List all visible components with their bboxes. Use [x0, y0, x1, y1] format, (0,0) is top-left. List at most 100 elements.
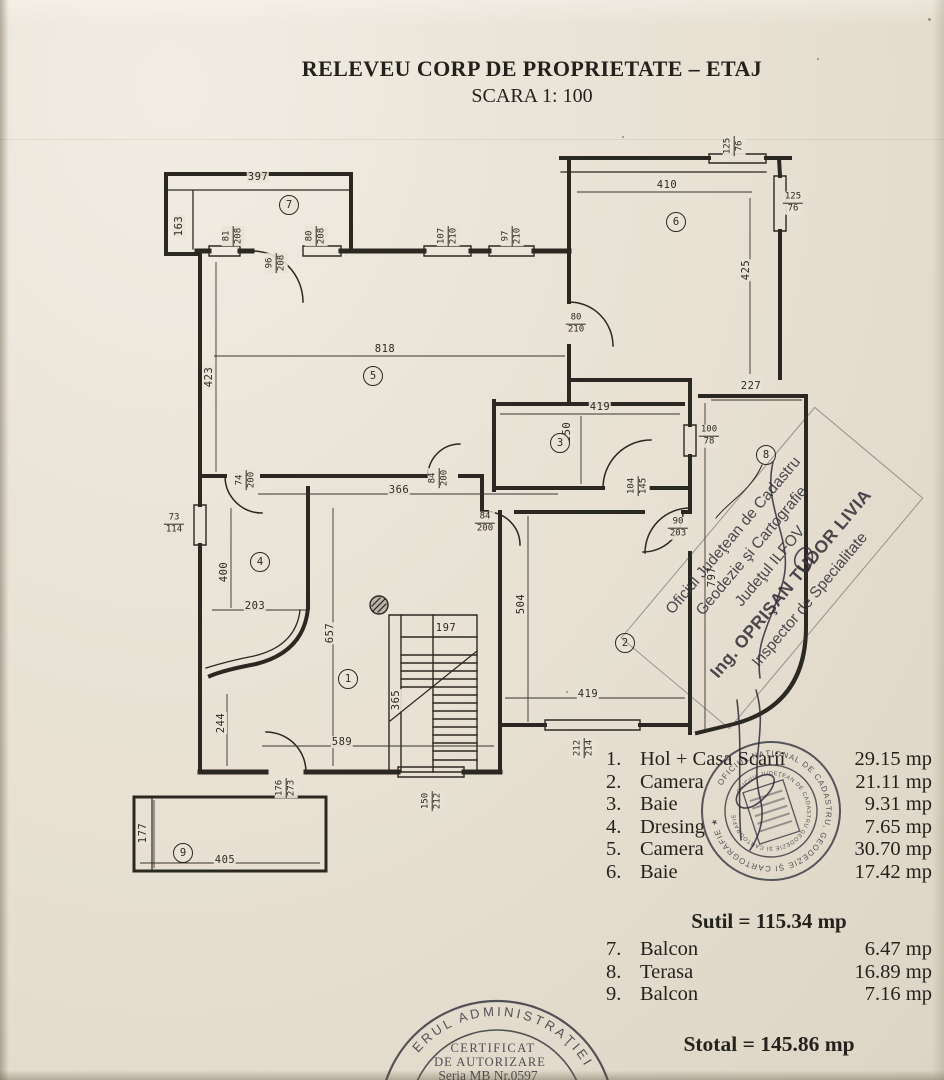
dimension-label: 397	[246, 171, 270, 183]
legend-room-area: 6.47 mp	[864, 938, 932, 960]
legend-row: 5. Camera 30.70 mp	[606, 838, 932, 861]
stamp-office-line: Oficiul Judeţean de Cadastru	[662, 453, 805, 618]
stamp-inspector-title: Inspector de Specialitate	[748, 529, 871, 671]
legend-row-number: 9.	[606, 983, 622, 1005]
room-number-4: 4	[250, 552, 270, 572]
legend-row-number: 7.	[606, 938, 622, 960]
legend-row-number: 2.	[606, 770, 622, 793]
dimension-label: 250	[561, 420, 573, 444]
legend-room-area: 9.31 mp	[864, 793, 932, 815]
room-number-2: 2	[615, 633, 635, 653]
dimension-label: 423	[203, 365, 215, 389]
certificate-arc-text: ERUL ADMINISTRAŢIEI	[409, 1004, 593, 1070]
legend-room-name: Balcon	[640, 938, 699, 960]
dimension-label: 405	[213, 854, 237, 866]
certificate-line3: Seria MB Nr.0597	[438, 1068, 538, 1080]
dimension-label: 425	[740, 258, 752, 282]
paper-crease	[0, 139, 944, 140]
dimension-label: 797	[706, 565, 718, 589]
legend-room-name: Dresing	[640, 815, 705, 838]
dimension-label: 244	[215, 711, 227, 735]
drawing-title: RELEVEU CORP DE PROPRIETATE – ETAJ	[301, 56, 763, 81]
legend-room-area: 21.11 mp	[855, 770, 932, 793]
dimension-label: 410	[655, 179, 679, 191]
legend-subtotal: Sutil = 115.34 mp	[691, 909, 847, 933]
certificate-line2: DE AUTORIZARE	[434, 1055, 546, 1069]
stamp-office-line: Geodezie şi Cartografie	[692, 483, 811, 619]
dimension-label: 400	[218, 560, 230, 584]
legend-room-area: 16.89 mp	[854, 960, 932, 983]
inspector-stamp: Oficiul Judeţean de Cadastru Geodezie şi…	[620, 406, 924, 730]
dimension-label: 657	[324, 621, 336, 645]
title-block: RELEVEU CORP DE PROPRIETATE – ETAJ SCARA…	[112, 56, 944, 108]
legend-room-name: Baie	[640, 860, 678, 883]
dimension-label: 818	[373, 343, 397, 355]
legend-room-name: Hol + Casa Scarii	[640, 748, 786, 770]
legend-room-area: 7.16 mp	[864, 983, 932, 1005]
drawing-scale: SCARA 1: 100	[471, 85, 593, 107]
dimension-label: 504	[515, 592, 527, 616]
legend-room-area: 30.70 mp	[854, 838, 932, 860]
paper-speck	[928, 18, 931, 21]
stamp-county-line: Judeţul ILFOV	[731, 522, 809, 610]
legend-row-number: 8.	[606, 960, 622, 983]
dimension-label: 589	[330, 736, 354, 748]
legend-row-number: 4.	[606, 815, 622, 838]
room-number-1: 1	[338, 669, 358, 689]
room-number-5: 5	[363, 366, 383, 386]
stamp-inspector-name: Ing. OPRIŞAN TUDOR LIVIA	[705, 485, 876, 682]
dimension-label: 366	[387, 484, 411, 496]
room-number-3: 3	[550, 433, 570, 453]
round-stamp-inner-text: OFICIUL JUDEŢEAN DE CADASTRU GEODEZIE ŞI…	[0, 0, 810, 851]
dimension-label: 163	[173, 214, 185, 238]
paper-speck	[817, 58, 819, 60]
room-number-8: 8	[756, 445, 776, 465]
dimension-label: 227	[739, 380, 763, 392]
svg-text:ERUL ADMINISTRAŢIEI: ERUL ADMINISTRAŢIEI	[409, 1004, 596, 1070]
dimension-label: 419	[588, 401, 612, 413]
legend-row: 7. Balcon 6.47 mp	[606, 938, 932, 961]
legend-room-name: Balcon	[640, 983, 699, 1005]
certificate-stamp	[385, 999, 609, 1080]
dimension-label: 203	[243, 600, 267, 612]
legend-row: 9. Balcon 7.16 mp	[606, 983, 932, 1006]
paper-speck	[622, 136, 624, 138]
legend-room-name: Terasa	[640, 960, 694, 983]
certificate-line1: CERTIFICAT	[450, 1041, 535, 1055]
room-number-6: 6	[666, 212, 686, 232]
legend-row-number: 6.	[606, 860, 622, 883]
legend-row: 6. Baie 17.42 mp	[606, 861, 932, 884]
legend-row-number: 5.	[606, 838, 622, 860]
paper-speck	[566, 691, 568, 693]
dimension-label: 365	[390, 688, 402, 712]
legend-room-area: 17.42 mp	[854, 860, 932, 883]
legend-room-name: Camera	[640, 838, 704, 860]
svg-text:OFICIUL JUDEŢEAN DE CADASTRU G: OFICIUL JUDEŢEAN DE CADASTRU GEODEZIE ŞI…	[0, 0, 810, 851]
legend-total: Stotal = 145.86 mp	[683, 1031, 855, 1056]
dimension-label: 177	[137, 821, 149, 845]
